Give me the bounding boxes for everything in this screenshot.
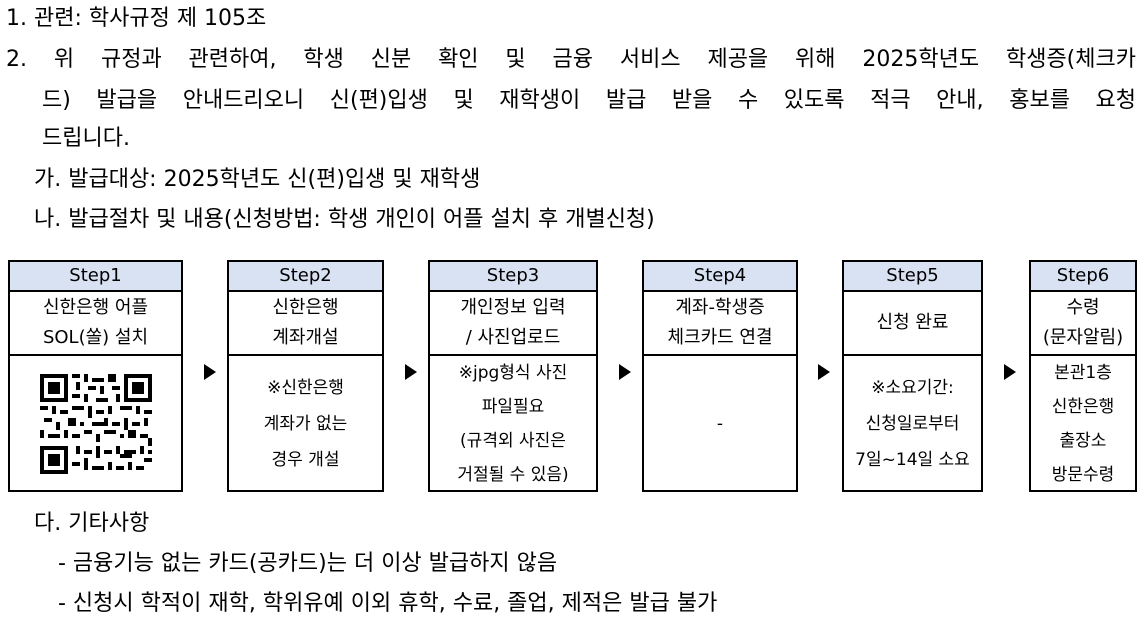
step-2-title: 신한은행 계좌개설 (229, 292, 382, 356)
step-2-box: Step2 신한은행 계좌개설 ※신한은행 계좌가 없는 경우 개설 (227, 260, 384, 492)
step-4-body: - (644, 356, 796, 492)
step-1-title-line-1: 신한은행 어플 (42, 297, 149, 318)
step-4-box: Step4 계좌-학생증 체크카드 연결 - (642, 260, 798, 492)
step-5-title-line-1: 신청 완료 (876, 312, 949, 333)
step-5-body-line-1: ※소요기간: (871, 378, 954, 398)
item-na: 나. 발급절차 및 내용(신청방법: 학생 개인이 어플 설치 후 개별신청) (34, 207, 655, 232)
step-3-body: ※jpg형식 사진 파일필요 (규격외 사진은 거절될 수 있음) (430, 356, 596, 492)
step-6-body-line-3: 출장소 (1059, 431, 1107, 451)
step-3-body-line-1: ※jpg형식 사진 (458, 363, 568, 383)
item-2-line-3: 드립니다. (42, 126, 130, 151)
item-da-bullet-2: - 신청시 학적이 재학, 학위유예 이외 휴학, 수료, 졸업, 제적은 발급… (58, 591, 718, 616)
step-6-head: Step6 (1031, 262, 1135, 292)
step-2-title-line-1: 신한은행 (272, 297, 339, 318)
step-2-head: Step2 (229, 262, 382, 292)
step-2-title-line-2: 계좌개설 (272, 327, 339, 348)
step-4-head: Step4 (644, 262, 796, 292)
item-2-line-1: 2. 위 규정과 관련하여, 학생 신분 확인 및 금융 서비스 제공을 위해 … (6, 47, 1136, 72)
step-1-head: Step1 (10, 262, 181, 292)
step-5-title: 신청 완료 (844, 292, 981, 356)
arrow-right-icon (818, 364, 830, 380)
step-2-body-line-1: ※신한은행 (267, 378, 344, 398)
step-5-head: Step5 (844, 262, 981, 292)
item-ga: 가. 발급대상: 2025학년도 신(편)입생 및 재학생 (34, 167, 481, 192)
step-6-body: 본관1층 신한은행 출장소 방문수령 (1031, 356, 1135, 492)
step-5-body-line-2: 신청일로부터 (865, 414, 960, 434)
arrow-right-icon (204, 364, 216, 380)
step-6-body-line-1: 본관1층 (1054, 363, 1112, 383)
step-6-body-line-4: 방문수령 (1051, 465, 1115, 485)
step-6-box: Step6 수령 (문자알림) 본관1층 신한은행 출장소 방문수령 (1029, 260, 1137, 492)
step-1-body (10, 356, 181, 492)
step-5-box: Step5 신청 완료 ※소요기간: 신청일로부터 7일~14일 소요 (842, 260, 983, 492)
step-4-title-line-1: 계좌-학생증 (675, 297, 765, 318)
step-3-body-line-4: 거절될 수 있음) (457, 465, 569, 485)
step-4-title: 계좌-학생증 체크카드 연결 (644, 292, 796, 356)
step-3-box: Step3 개인정보 입력 / 사진업로드 ※jpg형식 사진 파일필요 (규격… (428, 260, 598, 492)
step-3-title-line-1: 개인정보 입력 (460, 297, 566, 318)
step-1-box: Step1 신한은행 어플 SOL(쏠) 설치 (8, 260, 183, 492)
step-5-body: ※소요기간: 신청일로부터 7일~14일 소요 (844, 356, 981, 492)
arrow-right-icon (405, 364, 417, 380)
step-2-body: ※신한은행 계좌가 없는 경우 개설 (229, 356, 382, 492)
step-6-title-line-1: 수령 (1066, 297, 1100, 318)
step-3-title: 개인정보 입력 / 사진업로드 (430, 292, 596, 356)
step-3-head: Step3 (430, 262, 596, 292)
step-4-title-line-2: 체크카드 연결 (667, 327, 773, 348)
step-3-body-line-2: 파일필요 (481, 397, 545, 417)
arrow-right-icon (619, 364, 631, 380)
step-3-title-line-2: / 사진업로드 (465, 327, 561, 348)
step-4-body-line-1: - (716, 414, 724, 434)
item-da: 다. 기타사항 (34, 511, 150, 536)
arrow-right-icon (1004, 364, 1016, 380)
step-2-body-line-3: 경우 개설 (271, 450, 340, 470)
step-5-body-line-3: 7일~14일 소요 (855, 450, 970, 470)
item-1: 1. 관련: 학사규정 제 105조 (6, 6, 267, 31)
step-1-title-line-2: SOL(쏠) 설치 (42, 327, 149, 348)
step-6-title-line-2: (문자알림) (1042, 327, 1124, 348)
step-2-body-line-2: 계좌가 없는 (263, 414, 348, 434)
qr-code-image (39, 374, 152, 474)
step-6-body-line-2: 신한은행 (1051, 397, 1115, 417)
step-3-body-line-3: (규격외 사진은 (460, 431, 566, 451)
item-da-bullet-1: - 금융기능 없는 카드(공카드)는 더 이상 발급하지 않음 (58, 551, 558, 576)
item-2-line-2: 드) 발급을 안내드리오니 신(편)입생 및 재학생이 발급 받을 수 있도록 … (42, 88, 1136, 113)
step-1-title: 신한은행 어플 SOL(쏠) 설치 (10, 292, 181, 356)
step-6-title: 수령 (문자알림) (1031, 292, 1135, 356)
